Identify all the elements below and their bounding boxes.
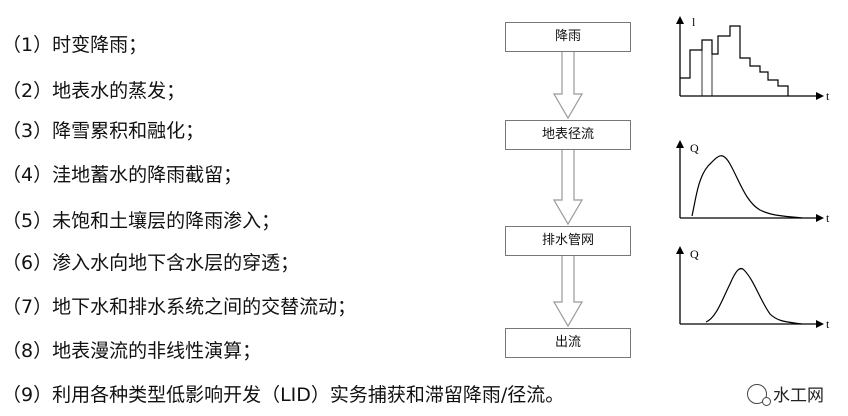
rainfall-hyetograph: l t [676, 15, 830, 103]
outflow-hydrograph: Q t [676, 246, 830, 331]
watermark-text: 水工网 [773, 386, 824, 406]
x-axis-label: t [826, 89, 830, 103]
runoff-hydrograph: Q t [676, 140, 830, 225]
flow-arrow [552, 150, 584, 226]
flow-box-rainfall: 降雨 [505, 22, 631, 52]
list-item: （9）利用各种类型低影响开发（LID）实务捕获和滞留降雨/径流。 [2, 384, 565, 406]
flow-box-drain-network: 排水管网 [505, 226, 631, 256]
y-axis-label: l [692, 15, 696, 29]
flow-box-runoff: 地表径流 [505, 120, 631, 150]
watermark: 水工网 [747, 381, 824, 406]
list-item: （2）地表水的蒸发； [2, 80, 186, 102]
list-item: （5）未饱和土壤层的降雨渗入； [2, 210, 281, 232]
list-item: （4）洼地蓄水的降雨截留； [2, 164, 243, 186]
list-item: （3）降雪累积和融化； [2, 120, 205, 142]
y-axis-label: Q [690, 141, 699, 155]
list-item: （6）渗入水向地下含水层的穿透； [2, 252, 300, 274]
flow-box-outflow: 出流 [505, 328, 631, 358]
list-item: （1）时变降雨； [2, 34, 148, 56]
wechat-icon [747, 383, 771, 406]
list-item: （8）地表漫流的非线性演算； [2, 340, 262, 362]
x-axis-label: t [826, 211, 830, 225]
flow-arrow [552, 52, 584, 120]
process-list: （1）时变降雨； （2）地表水的蒸发； （3）降雪累积和融化； （4）洼地蓄水的… [2, 34, 564, 406]
flow-arrow [552, 256, 584, 328]
x-axis-label: t [826, 317, 830, 331]
y-axis-label: Q [690, 247, 699, 261]
list-item: （7）地下水和排水系统之间的交替流动； [2, 296, 357, 318]
